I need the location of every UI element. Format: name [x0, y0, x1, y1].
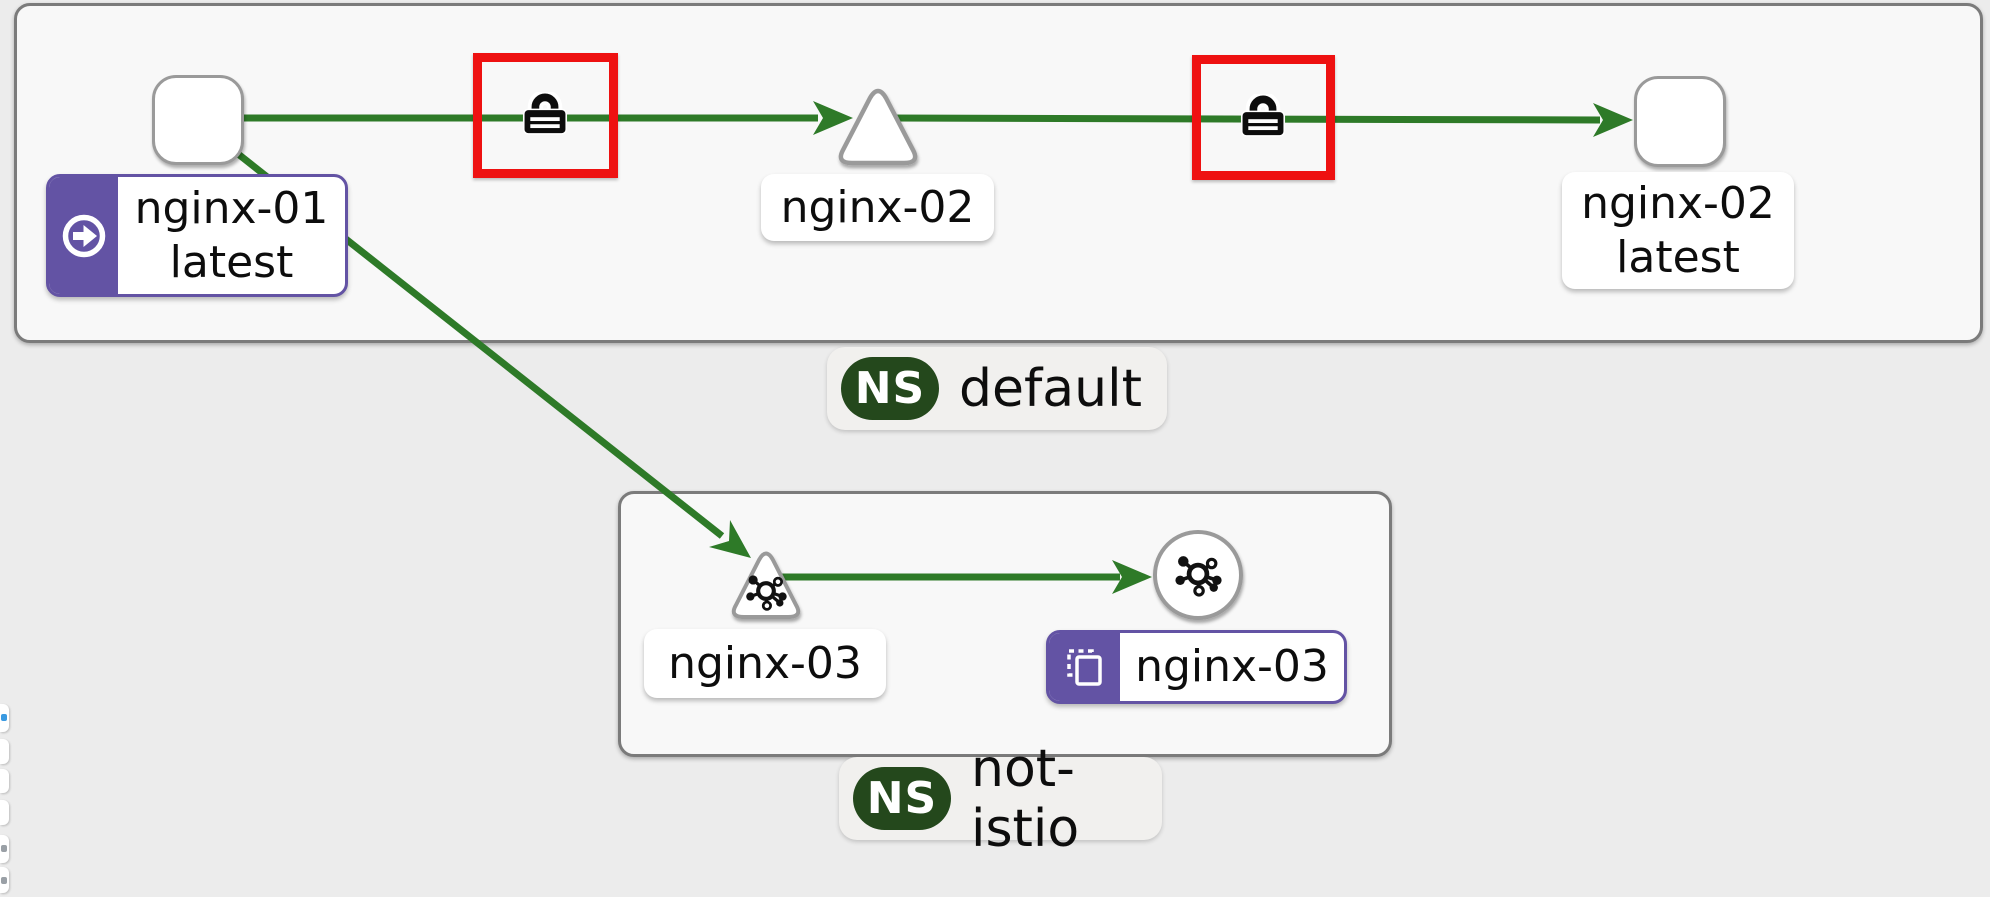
- lock-icon: [1240, 94, 1286, 137]
- lock-icon: [522, 92, 568, 135]
- ns-pill: NS: [853, 767, 951, 830]
- namespace-box-not-istio[interactable]: [618, 491, 1392, 757]
- node-label-nginx02-service[interactable]: nginx-02: [761, 174, 994, 241]
- namespace-name: not-istio: [971, 738, 1080, 859]
- mtls-highlight-box-2: [1192, 55, 1335, 180]
- traffic-source-badge: [49, 177, 118, 294]
- node-name: nginx-02: [780, 181, 975, 233]
- toolbar-button-fragment[interactable]: [0, 835, 9, 863]
- toolbar-button-fragment[interactable]: [0, 739, 9, 764]
- traffic-source-arrow-icon: [62, 214, 105, 257]
- edge-nginx03-service-to-nginx03-workload[interactable]: [766, 560, 1152, 594]
- node-nginx02-workload-square[interactable]: [1634, 76, 1726, 167]
- node-label-nginx01[interactable]: nginx-01 latest: [46, 174, 348, 297]
- node-name: nginx-03: [1135, 641, 1329, 693]
- node-name: nginx-03: [668, 637, 862, 689]
- toolbar-button-fragment[interactable]: [0, 769, 9, 793]
- node-nginx01-workload-square[interactable]: [152, 75, 244, 165]
- workload-entry-icon: [1066, 649, 1102, 686]
- workload-entry-badge: [1049, 633, 1120, 701]
- node-label-nginx03-workload[interactable]: nginx-03: [1046, 630, 1347, 704]
- node-label-nginx02-workload[interactable]: nginx-02 latest: [1562, 172, 1794, 289]
- ns-pill: NS: [841, 357, 939, 420]
- toolbar-button-fragment[interactable]: [0, 800, 9, 825]
- node-version: latest: [169, 236, 294, 288]
- toolbar-button-icon: [1, 877, 7, 884]
- namespace-badge-not-istio[interactable]: NS not-istio: [839, 739, 1162, 859]
- node-name: nginx-02: [1581, 177, 1775, 229]
- node-version: latest: [1616, 231, 1740, 283]
- node-label-nginx03-service[interactable]: nginx-03: [644, 629, 886, 698]
- namespace-badge-default[interactable]: NS default: [827, 347, 1167, 430]
- toolbar-button-icon: [1, 714, 7, 721]
- toolbar-button-fragment[interactable]: [0, 867, 9, 893]
- node-nginx02-service-triangle[interactable]: [838, 88, 918, 166]
- toolbar-button-fragment[interactable]: [0, 704, 9, 732]
- toolbar-button-icon: [1, 845, 7, 852]
- node-name: nginx-01: [134, 182, 329, 234]
- namespace-name: default: [959, 358, 1142, 419]
- edge-nginx02-service-to-nginx02-workload[interactable]: [877, 103, 1633, 137]
- mtls-highlight-box-1: [473, 53, 618, 178]
